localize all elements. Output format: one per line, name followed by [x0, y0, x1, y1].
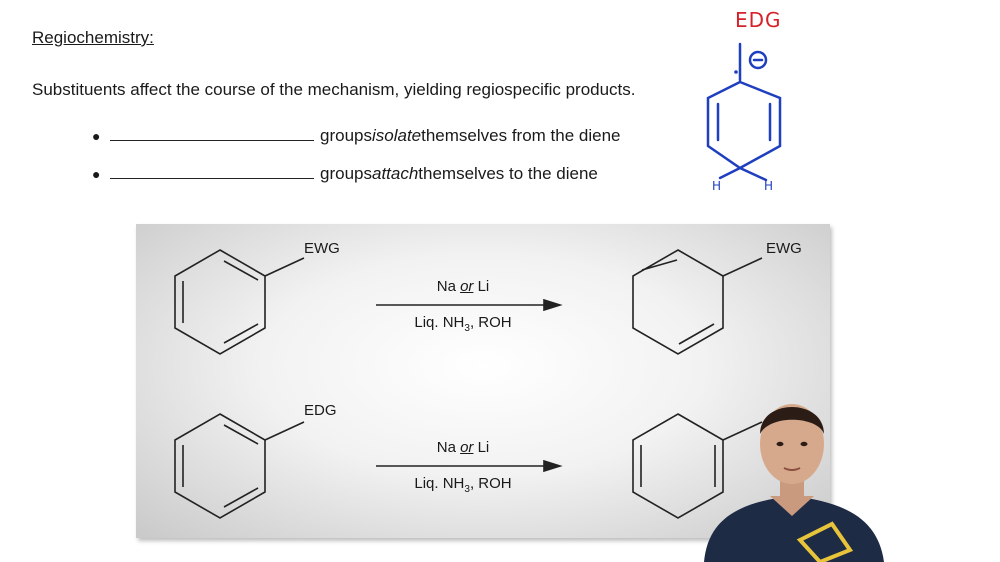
reagent-top-2: Na or Li	[436, 439, 490, 456]
diene-product-2	[632, 413, 763, 519]
reactant-2-substituent: EDG	[304, 402, 337, 419]
bullet-item-2: ● groups attach themselves to the diene	[92, 164, 598, 184]
reaction-structures	[174, 249, 763, 519]
reactant-1-substituent: EWG	[304, 240, 340, 257]
bullet-text-post: themselves to the diene	[418, 164, 598, 183]
negative-charge-icon	[748, 50, 768, 70]
annotation-diagram: H H	[706, 42, 782, 193]
reaction-panel: EWG EWG EDG Na or Li Liq. NH3, ROH Na or…	[136, 224, 830, 538]
bullet-emphasis: isolate	[371, 126, 422, 145]
edg-handwritten-label: EDG	[735, 8, 782, 32]
diene-product-1	[632, 249, 763, 355]
bullet-item-1: ● groups isolate themselves from the die…	[92, 126, 621, 146]
product-1-substituent: EWG	[766, 240, 802, 257]
bullet-text-pre: groups	[320, 126, 372, 145]
reagent-top-1: Na or Li	[436, 278, 490, 295]
presenter-avatar	[704, 404, 884, 562]
bullet-icon: ●	[92, 128, 101, 144]
reagent-bottom-1: Liq. NH3, ROH	[414, 314, 512, 334]
benzene-reactant-2	[174, 413, 305, 519]
intro-text: Substituents affect the course of the me…	[32, 80, 636, 99]
bullet-emphasis: attach	[371, 164, 419, 183]
annotation-h-left: H	[712, 179, 721, 193]
benzene-reactant-1	[174, 249, 305, 355]
annotation-h-right: H	[764, 179, 773, 193]
bullet-text-pre: groups	[320, 164, 372, 183]
fill-in-blank	[110, 126, 314, 141]
bullet-text-post: themselves from the diene	[421, 126, 621, 145]
section-heading: Regiochemistry:	[32, 28, 154, 47]
reagent-bottom-2: Liq. NH3, ROH	[414, 475, 512, 495]
bullet-icon: ●	[92, 166, 101, 182]
fill-in-blank	[110, 164, 314, 179]
